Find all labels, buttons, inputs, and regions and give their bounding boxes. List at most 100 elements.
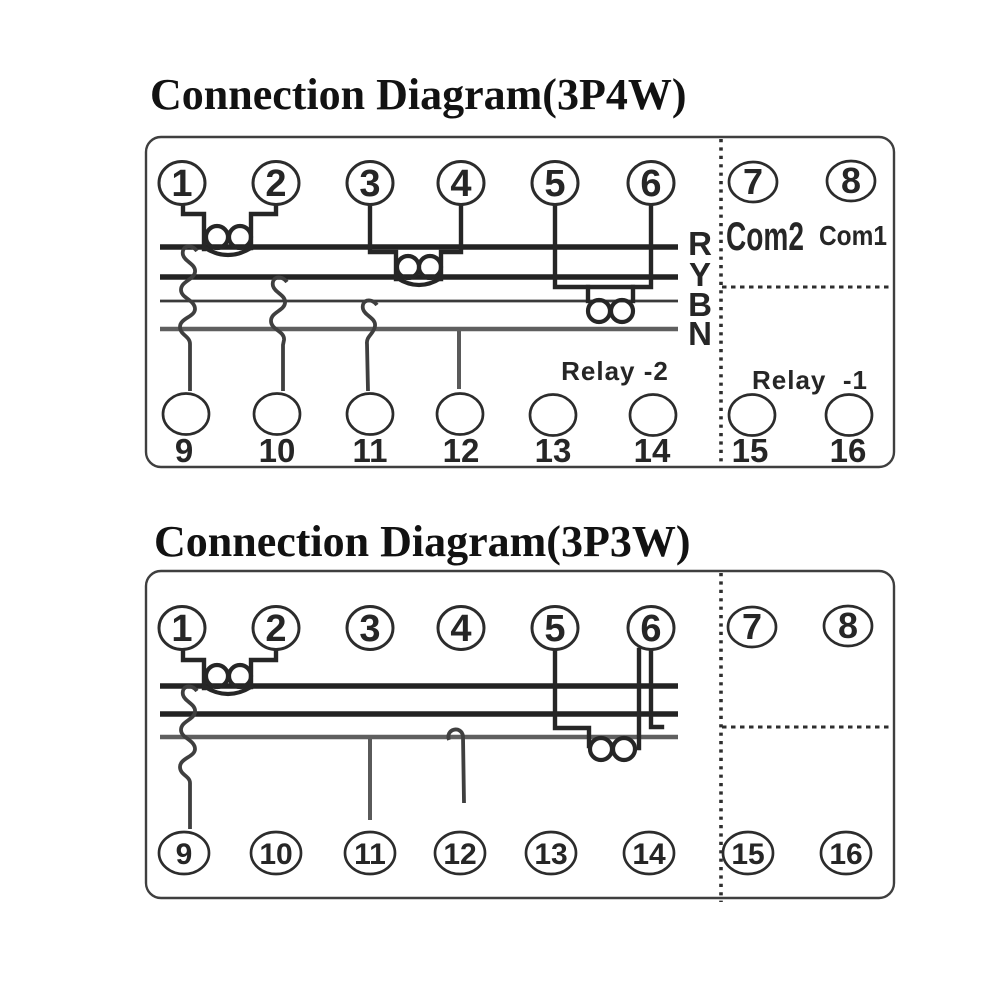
terminal-3-circle bbox=[345, 160, 395, 206]
phase-label-y: Y bbox=[689, 256, 711, 293]
tap-wavy-terminal-9 bbox=[178, 244, 199, 391]
tap-wavy-terminal-11 bbox=[360, 298, 379, 392]
terminal-2-circle bbox=[251, 160, 301, 206]
terminal-10-label: 10 bbox=[259, 432, 296, 469]
terminal-12b-number: 12 bbox=[443, 838, 476, 871]
tap-wavy-terminal-9b bbox=[178, 684, 199, 829]
terminal-13b-circle bbox=[524, 830, 578, 876]
terminal-9b-circle bbox=[157, 830, 211, 876]
terminal-16-circle bbox=[824, 393, 874, 437]
terminal-6b-number: 6 bbox=[640, 608, 661, 650]
ct4-dip-arc bbox=[203, 685, 253, 697]
terminal-1-circle bbox=[157, 160, 207, 206]
terminal-10b-circle bbox=[249, 830, 303, 876]
diagram-3p3w-title: Connection Diagram(3P3W) bbox=[154, 517, 691, 566]
terminal-11-label: 11 bbox=[353, 432, 388, 469]
ct4-wire-right bbox=[248, 646, 279, 690]
tap-hook-terminal-12b bbox=[446, 727, 466, 804]
terminal-11-circle bbox=[345, 392, 395, 436]
terminal-11b-number: 11 bbox=[354, 838, 386, 871]
terminal-12-label: 12 bbox=[443, 432, 480, 469]
ct1-dip-arc bbox=[203, 246, 253, 258]
terminal-9-label: 9 bbox=[175, 432, 193, 469]
terminal-3b-number: 3 bbox=[359, 608, 380, 650]
terminal-2-number: 2 bbox=[265, 163, 286, 205]
com1-label: Com1 bbox=[819, 220, 887, 251]
terminal-7-circle bbox=[727, 160, 779, 204]
panel-border-3p4w bbox=[144, 135, 896, 469]
terminal-8-circle bbox=[825, 159, 877, 203]
phase-label-r: R bbox=[688, 225, 712, 262]
terminal-11b-circle bbox=[343, 830, 397, 876]
ct5-wire-left bbox=[552, 646, 592, 749]
ct1-wire-left bbox=[180, 201, 207, 252]
terminal-5-number: 5 bbox=[544, 163, 565, 205]
terminal-16-label: 16 bbox=[830, 432, 867, 469]
tap-wavy-terminal-10 bbox=[269, 275, 289, 391]
ct2-dip-arc bbox=[395, 276, 443, 288]
diagram-3p4w-title: Connection Diagram(3P4W) bbox=[150, 70, 687, 119]
terminal-1b-number: 1 bbox=[171, 608, 192, 650]
terminal-4b-circle bbox=[436, 605, 486, 651]
terminal-1b-circle bbox=[157, 605, 207, 651]
phase-label-n: N bbox=[688, 315, 712, 352]
relay-2-label: Relay -2 bbox=[561, 356, 669, 386]
terminal-13-label: 13 bbox=[535, 432, 572, 469]
ct4-wire-left bbox=[180, 646, 207, 691]
panel-border-3p3w bbox=[144, 569, 896, 900]
terminal-15-circle bbox=[727, 393, 777, 437]
terminal-2b-circle bbox=[251, 605, 301, 651]
ct5-loop-1 bbox=[587, 735, 615, 763]
terminal-9-circle bbox=[161, 392, 211, 436]
terminal-3-number: 3 bbox=[359, 163, 380, 205]
terminal-14b-circle bbox=[622, 830, 676, 876]
terminal-16b-circle bbox=[819, 830, 873, 876]
terminal-9b-number: 9 bbox=[176, 838, 193, 871]
ct5-loop-2 bbox=[610, 735, 638, 763]
relay-1-label: Relay -1 bbox=[752, 365, 868, 395]
ct3-loop-2 bbox=[608, 297, 636, 325]
ct1-wire-right bbox=[248, 201, 279, 251]
terminal-7b-number: 7 bbox=[742, 606, 762, 647]
terminal-5b-circle bbox=[530, 605, 580, 651]
terminal-14-circle bbox=[628, 393, 678, 437]
terminal-4-number: 4 bbox=[450, 163, 471, 205]
terminal-4-circle bbox=[436, 160, 486, 206]
ct5-wire-6b bbox=[648, 647, 665, 730]
diagram-3p3w: Connection Diagram(3P3W) 1 2 bbox=[144, 517, 896, 902]
terminal-12b-circle bbox=[433, 830, 487, 876]
terminal-15b-circle bbox=[721, 830, 775, 876]
terminal-15b-number: 15 bbox=[731, 838, 764, 871]
terminal-14-label: 14 bbox=[634, 432, 671, 469]
terminal-16b-number: 16 bbox=[829, 838, 862, 871]
ct2-wire-left bbox=[367, 201, 399, 282]
terminal-4b-number: 4 bbox=[450, 608, 471, 650]
com2-label: Com2 bbox=[726, 215, 804, 259]
terminal-2b-number: 2 bbox=[265, 608, 286, 650]
terminal-14b-number: 14 bbox=[632, 838, 666, 871]
terminal-8b-circle bbox=[822, 604, 874, 648]
terminal-10b-number: 10 bbox=[259, 838, 292, 871]
diagram-3p4w: Connection Diagram(3P4W) R Y B N bbox=[144, 70, 896, 469]
terminal-6-circle bbox=[626, 160, 676, 206]
terminal-13-circle bbox=[528, 393, 578, 437]
terminal-1-number: 1 bbox=[171, 163, 192, 205]
terminal-8b-number: 8 bbox=[838, 605, 858, 646]
terminal-6-number: 6 bbox=[640, 163, 661, 205]
ct3-loop-1 bbox=[585, 297, 613, 325]
ct3-wire-bar bbox=[552, 201, 654, 290]
terminal-15-label: 15 bbox=[732, 432, 769, 469]
phase-label-b: B bbox=[688, 286, 712, 323]
terminal-5b-number: 5 bbox=[544, 608, 565, 650]
terminal-7-number: 7 bbox=[743, 161, 763, 202]
terminal-6b-circle bbox=[626, 605, 676, 651]
terminal-13b-number: 13 bbox=[534, 838, 567, 871]
terminal-8-number: 8 bbox=[841, 160, 861, 201]
terminal-12-circle bbox=[435, 392, 485, 436]
terminal-5-circle bbox=[530, 160, 580, 206]
terminal-10-circle bbox=[252, 392, 302, 436]
terminal-7b-circle bbox=[726, 605, 778, 649]
ct2-wire-right bbox=[438, 201, 464, 282]
